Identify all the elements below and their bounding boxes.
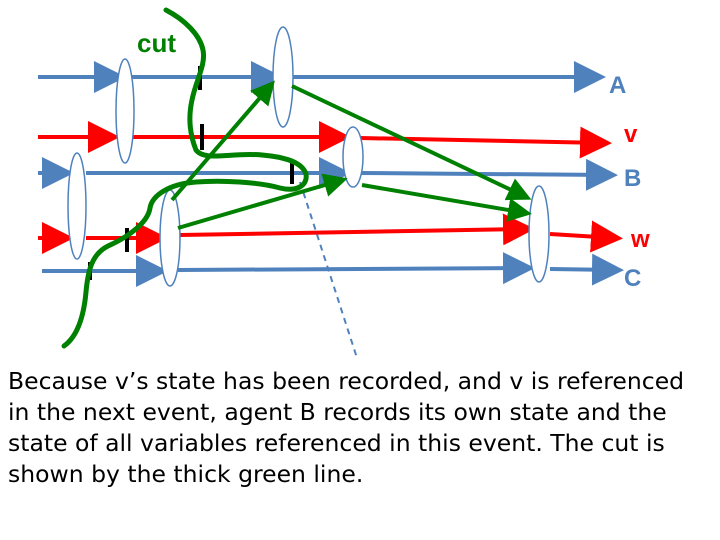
cut-line (61, 7, 309, 349)
caption-text: Because v’s state has been recorded, and… (8, 367, 685, 488)
message-arrow (291, 84, 532, 201)
dashed-pointer (299, 181, 358, 359)
timeline-b (38, 157, 618, 191)
timeline-c (42, 252, 624, 287)
event-ellipse (528, 185, 550, 283)
cut-label: cut (137, 28, 176, 58)
events (67, 26, 550, 287)
channel-label-v: v (624, 121, 638, 148)
event-ellipse (67, 152, 87, 260)
message-arrow (177, 173, 348, 230)
event-ellipse (272, 26, 294, 128)
timeline-w (38, 213, 623, 254)
channel-label-w: w (630, 226, 650, 253)
event-ellipse (115, 58, 135, 164)
message-arrow (361, 183, 532, 222)
channel-label-c: C (624, 265, 641, 292)
event-ellipse (159, 189, 181, 287)
channel-label-a: A (609, 72, 626, 99)
event-ellipse (342, 126, 364, 188)
channel-label-b: B (624, 165, 641, 192)
